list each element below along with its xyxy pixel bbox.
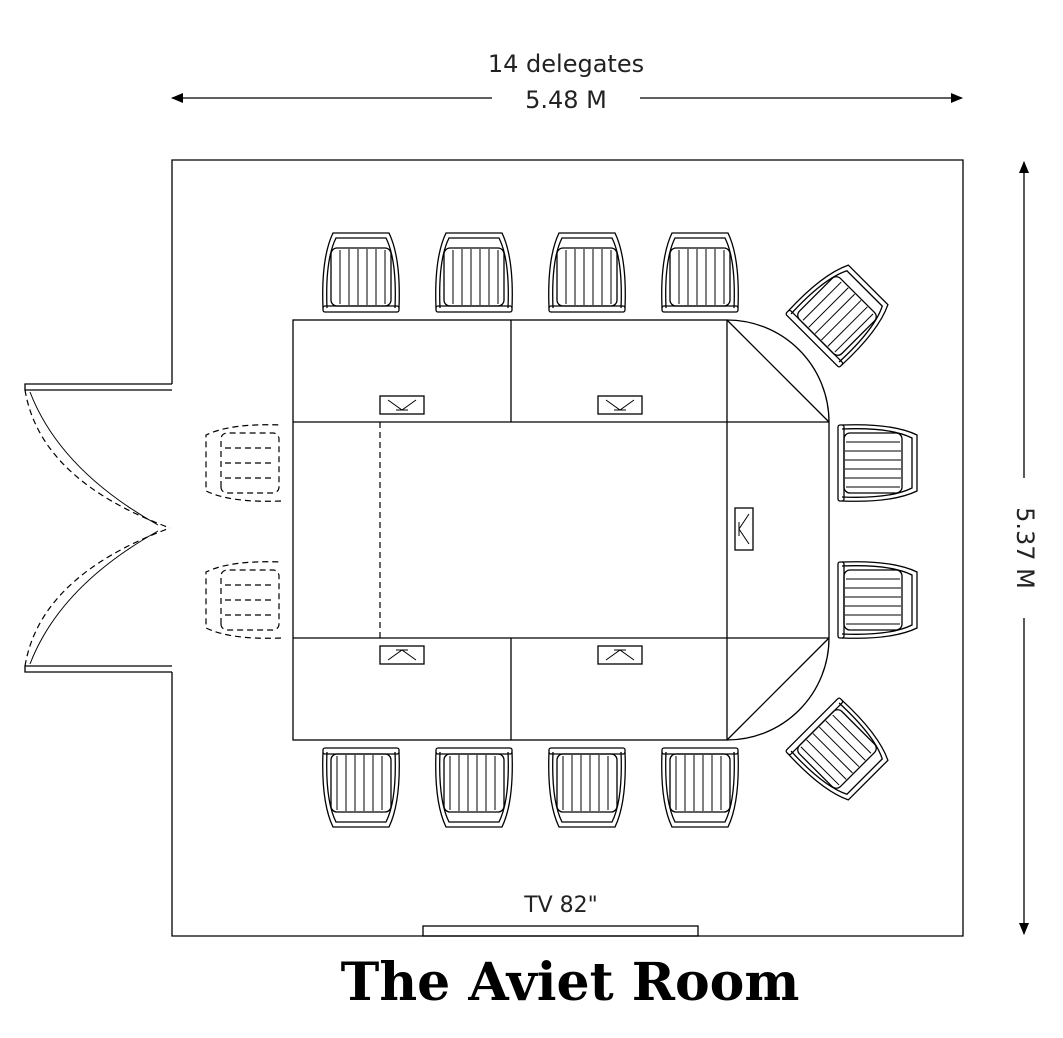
room-title: The Aviet Room: [341, 952, 800, 1013]
doorway: [24, 383, 172, 673]
depth-label: 5.37 M: [1011, 507, 1039, 589]
conference-table: [292, 319, 830, 741]
tv-label: TV 82": [523, 893, 598, 918]
width-label: 5.48 M: [525, 86, 607, 114]
tv-unit: [422, 925, 699, 937]
capacity-label: 14 delegates: [488, 50, 644, 78]
room-walls: [171, 159, 964, 937]
chairs: [205, 232, 918, 828]
